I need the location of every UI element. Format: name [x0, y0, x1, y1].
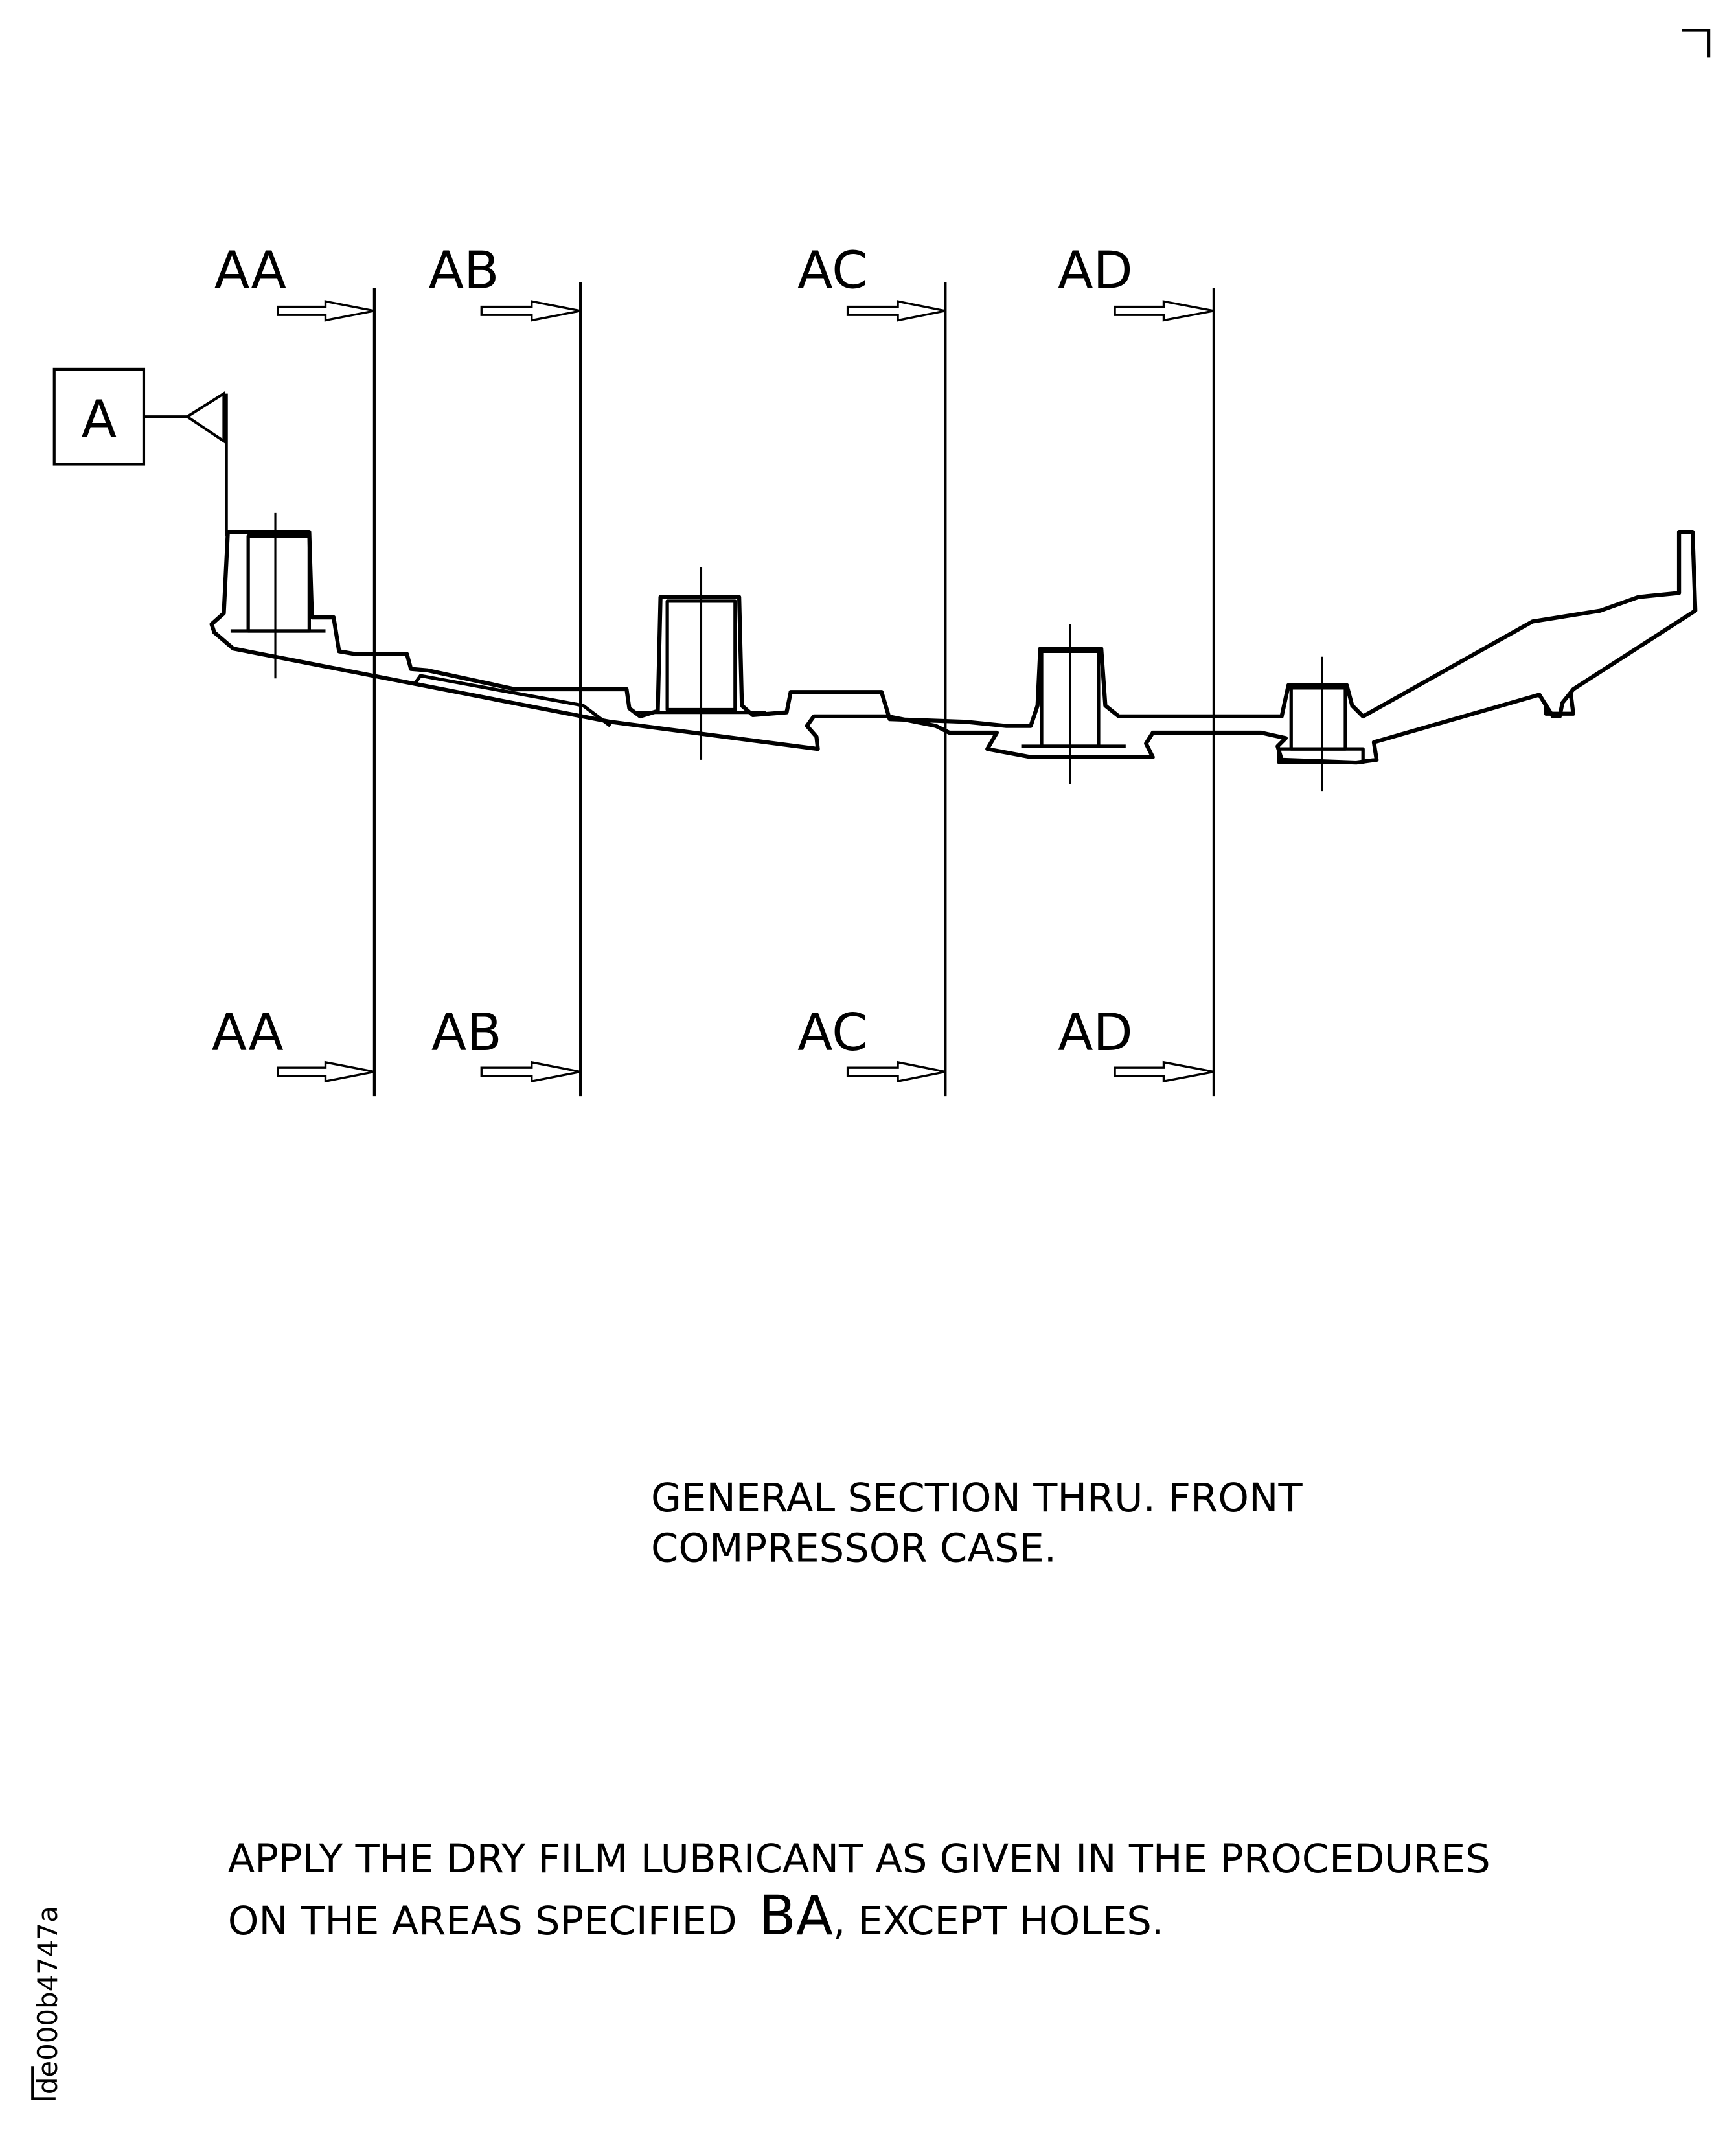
note-area-code: BA [759, 1884, 833, 1947]
section-lines [372, 282, 1215, 1097]
boss-4 [1289, 686, 1347, 751]
corner-mark [1682, 29, 1711, 58]
liner-strip [412, 674, 611, 727]
section-label-bottom-ac: AC [797, 1002, 868, 1062]
note: APPLY THE DRY FILM LUBRICANT AS GIVEN IN… [228, 1837, 1490, 1947]
section-label-bottom-ad: AD [1058, 1002, 1133, 1062]
caption: GENERAL SECTION THRU. FRONT COMPRESSOR C… [651, 1476, 1303, 1571]
boss-1 [246, 534, 311, 633]
figure-id: de000b4747a [31, 1906, 63, 2100]
arrow-icon [277, 300, 1215, 1083]
section-label-bottom-aa: AA [212, 1002, 284, 1062]
caption-line-2: COMPRESSOR CASE. [651, 1526, 1056, 1571]
section-arrows [277, 300, 1215, 1083]
datum-callout: A [52, 367, 228, 536]
center-lines [274, 512, 1323, 792]
figure-id-text: de000b4747a [32, 1906, 63, 2094]
datum-label: A [82, 389, 117, 450]
note-line-1: APPLY THE DRY FILM LUBRICANT AS GIVEN IN… [228, 1837, 1490, 1882]
section-label-bottom-ab: AB [431, 1002, 502, 1062]
section-labels: AA AB AC AD AA AB AC AD [212, 240, 1133, 1062]
case-profile [209, 530, 1698, 765]
section-label-top-ac: AC [797, 240, 868, 300]
note-prefix: ON THE AREAS SPECIFIED [228, 1899, 737, 1944]
compressor-case-section [209, 530, 1698, 765]
hook-feature [1544, 691, 1575, 716]
caption-line-1: GENERAL SECTION THRU. FRONT [651, 1476, 1303, 1521]
section-label-top-ab: AB [429, 240, 499, 300]
datum-triangle-icon [185, 391, 225, 444]
note-suffix: , EXCEPT HOLES. [833, 1899, 1164, 1944]
section-label-top-aa: AA [214, 240, 286, 300]
note-line-2: ON THE AREAS SPECIFIED BA, EXCEPT HOLES. [228, 1884, 1165, 1947]
section-label-top-ad: AD [1058, 240, 1133, 300]
